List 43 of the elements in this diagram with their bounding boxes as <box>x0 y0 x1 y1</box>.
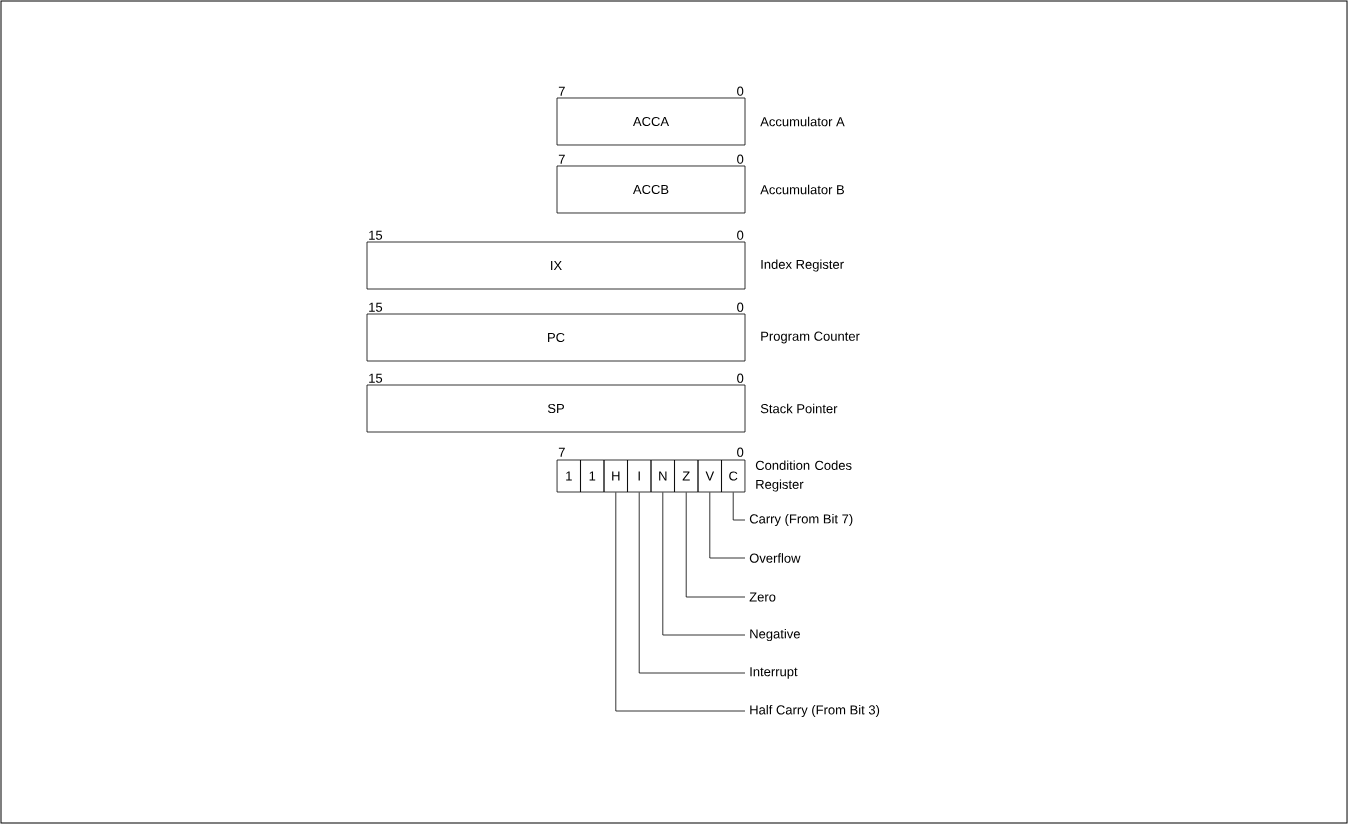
bit-cell: Z <box>674 459 699 493</box>
register-box: SP <box>366 384 746 433</box>
leader-line <box>615 492 746 712</box>
bit-number: 0 <box>737 230 744 240</box>
bit-cell: 1 <box>580 459 605 493</box>
register-name: Accumulator B <box>760 184 845 195</box>
bit-number: 0 <box>737 302 744 312</box>
bit-number: 7 <box>558 447 565 457</box>
bit-cell: H <box>603 459 628 493</box>
register-box: PC <box>366 313 746 362</box>
bit-number: 15 <box>369 302 383 312</box>
flag-label: Negative <box>750 628 800 642</box>
bit-cell: N <box>650 459 675 493</box>
flag-label: Half Carry (From Bit 3) <box>750 704 880 718</box>
leader-line <box>685 492 746 598</box>
leader-line <box>709 492 746 559</box>
register-box: IX <box>366 241 746 290</box>
bit-number: 15 <box>369 373 383 383</box>
bit-cell: I <box>627 459 652 493</box>
flag-label: Overflow <box>749 553 801 563</box>
register-name: Accumulator A <box>760 116 845 127</box>
flag-label: Zero <box>749 592 776 602</box>
bit-number: 0 <box>737 86 744 96</box>
leader-line <box>732 492 746 521</box>
register-name: Stack Pointer <box>760 403 838 414</box>
bit-number: 0 <box>737 373 744 383</box>
leader-line <box>662 492 746 636</box>
register-name: Program Counter <box>761 331 860 344</box>
bit-cell: 1 <box>556 459 581 493</box>
bit-cell: C <box>721 459 746 493</box>
bit-number: 15 <box>369 230 383 240</box>
bit-number: 7 <box>558 154 565 164</box>
register-box: ACCB <box>556 165 746 214</box>
register-name: Condition Codes Register <box>755 460 852 492</box>
flag-label: Carry (From Bit 7) <box>749 513 853 527</box>
flag-label: Interrupt <box>750 667 798 679</box>
register-box: ACCA <box>556 97 746 146</box>
leader-line <box>638 492 746 674</box>
bit-number: 0 <box>737 154 744 164</box>
register-name: Index Register <box>761 259 844 272</box>
bit-number: 7 <box>558 86 565 96</box>
bit-cell: V <box>697 459 722 493</box>
bit-number: 0 <box>737 447 744 457</box>
